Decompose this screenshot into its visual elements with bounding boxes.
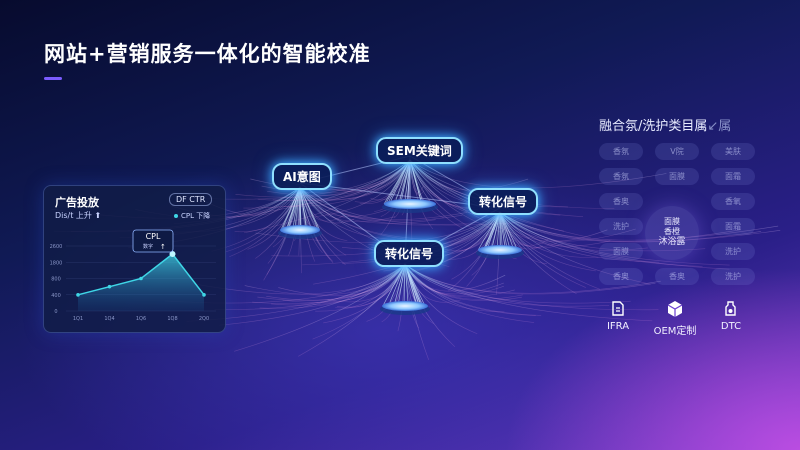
node-conversion-right[interactable]: 转化信号 — [468, 188, 539, 215]
y-tick-label: 800 — [51, 277, 61, 283]
category-tag[interactable]: 香奥 — [655, 268, 699, 285]
category-tag[interactable]: 香氧 — [711, 193, 755, 210]
x-tick-label: 1Q6 — [136, 316, 146, 322]
dtc-item[interactable]: DTC — [686, 300, 776, 332]
doc-icon — [612, 301, 624, 316]
page-title: 网站+营销服务一体化的智能校准 — [44, 42, 371, 66]
oem-item[interactable]: OEM定制 — [630, 300, 720, 337]
title-accent-bar — [44, 77, 62, 80]
svg-text:↑: ↑ — [160, 243, 166, 251]
category-tag[interactable]: 面霜 — [711, 168, 755, 185]
category-tag[interactable]: V院 — [655, 143, 699, 160]
y-tick-label: 1800 — [50, 260, 63, 266]
card-subtitle: Dis/t 上升 ⬆ — [55, 211, 102, 220]
category-tag[interactable]: 香氛 — [599, 168, 643, 185]
ad-chart-card: 2600 1800 800 400 0 1Q1 1Q4 1Q6 1Q8 2Q0 CPL 数字 ↑… — [43, 185, 226, 333]
category-tag[interactable]: 美肤 — [711, 143, 755, 160]
data-point[interactable] — [107, 284, 112, 289]
data-point[interactable] — [76, 293, 80, 297]
category-tag[interactable]: 香奥 — [599, 268, 643, 285]
category-tag[interactable]: 洗护 — [711, 243, 755, 260]
x-tick-label: 1Q8 — [167, 316, 177, 322]
category-tag[interactable]: 面霜 — [711, 218, 755, 235]
category-tag[interactable]: 洗护 — [599, 218, 643, 235]
x-tick-label: 1Q1 — [73, 316, 83, 322]
category-panel-title: 融合氛/洗护类目属↙属 — [599, 119, 732, 134]
category-tag[interactable]: 香氛 — [599, 143, 643, 160]
ifra-label: IFRA — [606, 321, 630, 332]
tooltip-label: CPL — [146, 232, 161, 241]
card-title: 广告投放 — [55, 196, 99, 209]
category-tag[interactable]: 香奥 — [599, 193, 643, 210]
tooltip-sub: 数字 — [143, 243, 153, 250]
data-point[interactable] — [169, 251, 176, 257]
data-point[interactable] — [139, 276, 143, 281]
x-tick-label: 2Q0 — [199, 316, 209, 322]
category-tag[interactable]: 面膜 — [599, 243, 643, 260]
oem-label: OEM定制 — [653, 326, 697, 337]
cpl-area-chart: 2600 1800 800 400 0 1Q1 1Q4 1Q6 1Q8 2Q0 CPL 数字 ↑ — [50, 229, 216, 322]
data-point[interactable] — [202, 293, 206, 297]
cube-icon — [667, 301, 683, 317]
ctr-pill[interactable]: DF CTR — [169, 193, 213, 206]
card-legend: CPL 下降 — [174, 211, 210, 221]
node-ai-intent[interactable]: AI意图 — [272, 163, 332, 190]
y-tick-label: 2600 — [50, 244, 63, 250]
dtc-label: DTC — [720, 321, 742, 332]
cpl-tooltip: CPL 数字 ↑ — [132, 229, 174, 253]
ifra-item[interactable]: IFRA — [573, 300, 663, 332]
y-tick-label: 400 — [51, 293, 61, 299]
x-tick-label: 1Q4 — [104, 316, 114, 322]
bottle-icon — [725, 301, 736, 316]
center-category-circle: 面膜 香橙 沐浴露 — [645, 206, 699, 260]
category-tag[interactable]: 洗护 — [711, 268, 755, 285]
category-tag[interactable]: 面膜 — [655, 168, 699, 185]
y-tick-label: 0 — [54, 309, 57, 315]
node-sem-keywords[interactable]: SEM关键词 — [376, 137, 463, 164]
node-conversion-center[interactable]: 转化信号 — [374, 240, 445, 267]
